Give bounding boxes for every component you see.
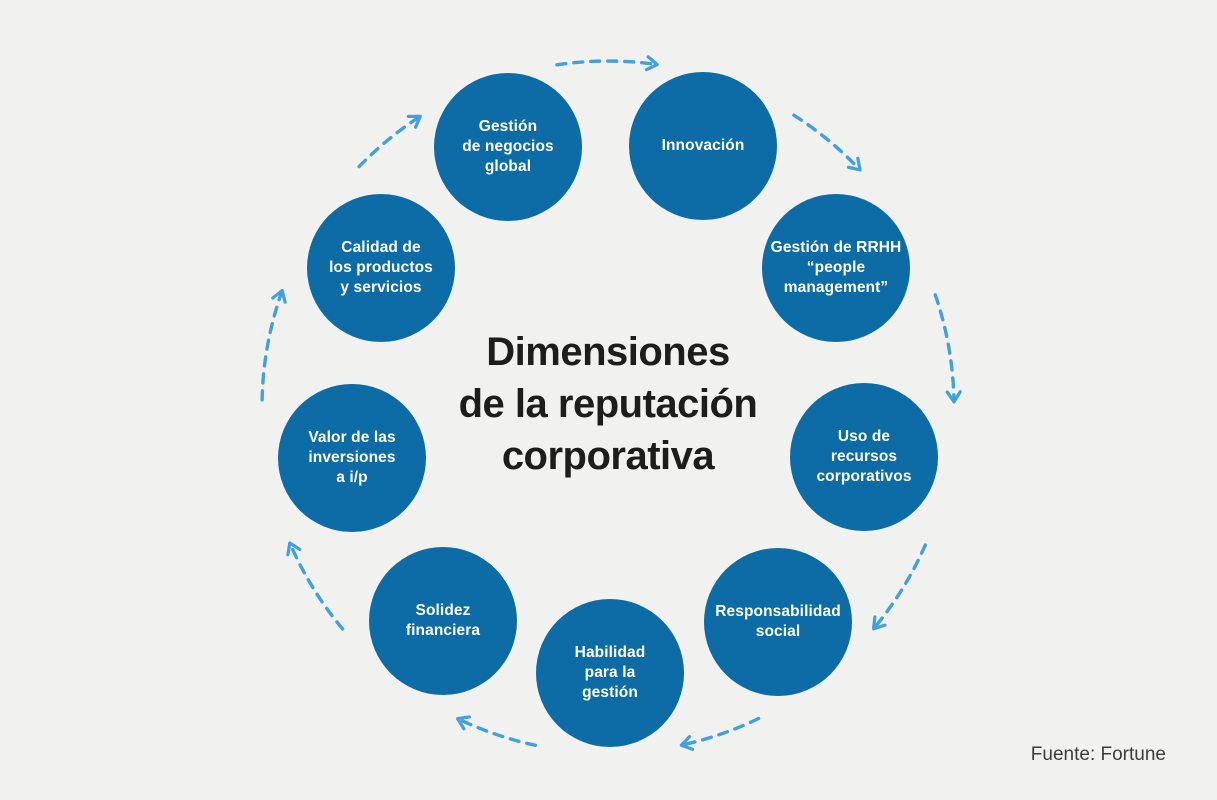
node-label: Valor de las inversiones a i/p bbox=[308, 429, 396, 486]
node-gestion-negocios-global: Gestión de negocios global bbox=[434, 73, 582, 221]
flow-arrow bbox=[455, 715, 538, 747]
node-solidez-financiera: Solidez financiera bbox=[369, 547, 517, 695]
node-label: Calidad de los productos y servicios bbox=[329, 239, 433, 296]
node-label: Innovación bbox=[661, 137, 745, 155]
flow-arrow bbox=[357, 114, 422, 169]
flow-arrow bbox=[260, 289, 287, 402]
node-valor-inversiones: Valor de las inversiones a i/p bbox=[278, 384, 426, 532]
source-credit: Fuente: Fortune bbox=[1030, 744, 1166, 765]
node-habilidad-gestion: Habilidad para la gestión bbox=[536, 599, 684, 747]
node-gestion-rrhh: Gestión de RRHH “people management” bbox=[762, 194, 910, 342]
flow-arrow bbox=[933, 293, 962, 404]
diagram-title: Dimensiones de la reputación corporativa bbox=[458, 330, 758, 478]
node-responsabilidad-social: Responsabilidad social bbox=[704, 548, 852, 696]
node-label: Uso de recursos corporativos bbox=[816, 428, 912, 485]
flow-arrow bbox=[679, 716, 761, 751]
node-innovacion: Innovación bbox=[629, 72, 777, 220]
flow-arrow bbox=[555, 55, 659, 72]
node-label: Habilidad para la gestión bbox=[574, 644, 646, 701]
node-label: Gestión de negocios global bbox=[462, 118, 554, 175]
node-label: Solidez financiera bbox=[405, 602, 481, 639]
flow-arrow bbox=[792, 113, 862, 172]
node-uso-recursos: Uso de recursos corporativos bbox=[790, 383, 938, 531]
node-label: Gestión de RRHH “people management” bbox=[770, 239, 902, 296]
node-label: Responsabilidad social bbox=[715, 603, 841, 640]
node-calidad-productos: Calidad de los productos y servicios bbox=[307, 194, 455, 342]
flow-arrow bbox=[871, 543, 927, 631]
flow-arrow bbox=[286, 541, 345, 631]
